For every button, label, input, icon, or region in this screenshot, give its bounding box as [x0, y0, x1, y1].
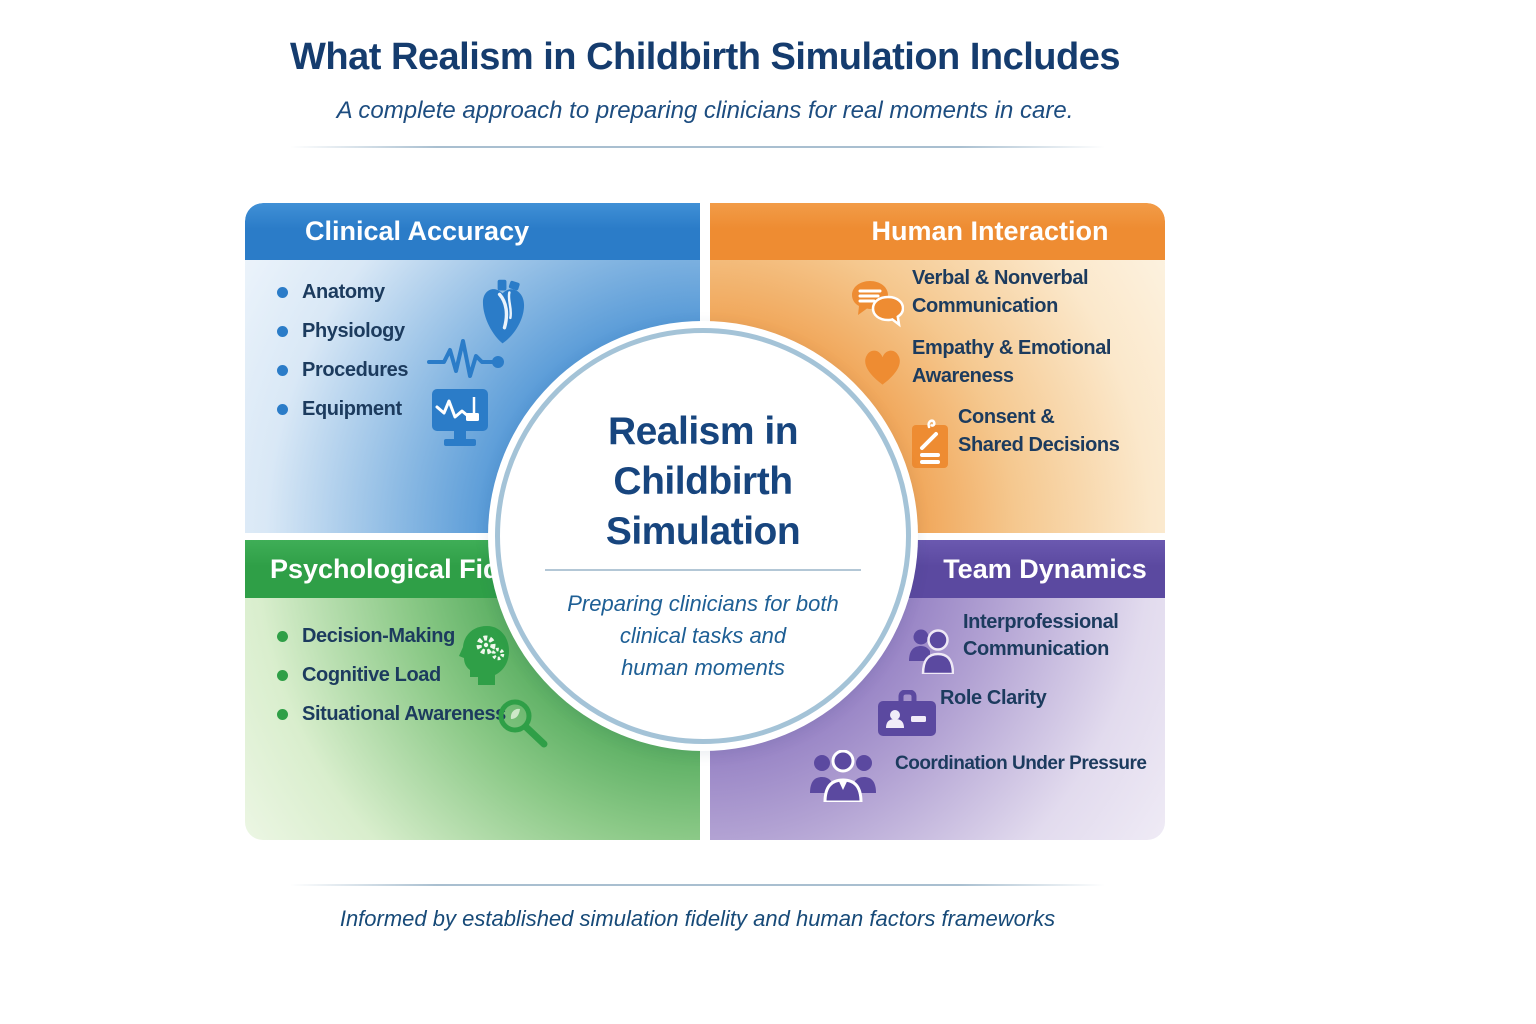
clinical-accuracy-list: Anatomy Physiology Procedures Equipment: [245, 273, 408, 429]
feature-item: Coordination Under Pressure: [895, 750, 1147, 777]
feature-item: Verbal & Nonverbal Communication: [912, 264, 1089, 320]
list-item-label: Cognitive Load: [302, 664, 441, 686]
consent-clipboard-icon: [912, 418, 948, 468]
list-item: Procedures: [245, 351, 408, 390]
center-hub-ring: [495, 328, 911, 744]
list-item-label: Situational Awareness: [302, 703, 506, 725]
center-divider: [545, 569, 861, 571]
center-subtitle-line: human moments: [621, 655, 785, 680]
bottom-divider: [290, 884, 1105, 886]
heart-icon: [861, 344, 904, 388]
center-subtitle-line: Preparing clinicians for both: [567, 591, 839, 616]
role-badge-icon: [878, 690, 936, 736]
human-interaction-header: Human Interaction: [710, 203, 1165, 260]
feature-line: Shared Decisions: [958, 434, 1120, 456]
page-title: What Realism in Childbirth Simulation In…: [290, 36, 1120, 78]
feature-item: Consent & Shared Decisions: [958, 403, 1120, 459]
list-item-label: Anatomy: [302, 281, 385, 303]
feature-line: Consent &: [958, 406, 1055, 428]
bullet-dot: [277, 631, 288, 642]
page-subtitle: A complete approach to preparing clinici…: [336, 97, 1074, 124]
feature-item: Role Clarity: [940, 685, 1047, 712]
bullet-dot: [277, 709, 288, 720]
feature-line: Interprofessional: [963, 611, 1119, 633]
feature-line: Verbal & Nonverbal: [912, 267, 1089, 289]
list-item: Situational Awareness: [245, 695, 506, 734]
chat-bubbles-icon: [852, 281, 904, 333]
center-title-line: Realism in: [607, 410, 799, 453]
list-item-label: Physiology: [302, 320, 405, 342]
team-group-icon: [810, 750, 876, 802]
center-hub-title: Realism in Childbirth Simulation: [488, 407, 918, 557]
bullet-dot: [277, 326, 288, 337]
list-item: Physiology: [245, 312, 408, 351]
cognitive-head-icon: [458, 625, 512, 685]
ecg-waveform-icon: [427, 335, 509, 383]
clinical-accuracy-header: Clinical Accuracy: [245, 203, 700, 260]
feature-line: Communication: [963, 638, 1109, 660]
list-item-label: Decision-Making: [302, 625, 455, 647]
center-subtitle-line: clinical tasks and: [619, 623, 787, 648]
anatomical-heart-icon: [480, 278, 527, 348]
bullet-dot: [277, 287, 288, 298]
list-item-label: Equipment: [302, 398, 402, 420]
center-hub-subtitle: Preparing clinicians for both clinical t…: [488, 588, 918, 684]
list-item: Cognitive Load: [245, 656, 506, 695]
top-divider: [290, 146, 1105, 148]
bullet-dot: [277, 670, 288, 681]
list-item-label: Procedures: [302, 359, 409, 381]
psychological-fidelity-list: Decision-Making Cognitive Load Situation…: [245, 617, 506, 734]
footer-note: Informed by established simulation fidel…: [339, 906, 1056, 931]
feature-item: Empathy & Emotional Awareness: [912, 334, 1111, 390]
magnifier-icon: [495, 697, 551, 749]
center-title-line: Simulation: [605, 510, 801, 553]
center-title-line: Childbirth: [613, 460, 793, 503]
feature-line: Role Clarity: [940, 687, 1047, 709]
center-hub: Realism in Childbirth Simulation Prepari…: [488, 321, 918, 751]
feature-item: Interprofessional Communication: [963, 609, 1119, 663]
two-people-icon: [908, 626, 954, 674]
feature-line: Coordination Under Pressure: [895, 753, 1147, 774]
feature-line: Communication: [912, 295, 1058, 317]
list-item: Anatomy: [245, 273, 408, 312]
list-item: Decision-Making: [245, 617, 506, 656]
feature-line: Awareness: [912, 365, 1014, 387]
feature-line: Empathy & Emotional: [912, 337, 1112, 359]
bullet-dot: [277, 404, 288, 415]
list-item: Equipment: [245, 390, 408, 429]
patient-monitor-icon: [432, 389, 488, 449]
bullet-dot: [277, 365, 288, 376]
